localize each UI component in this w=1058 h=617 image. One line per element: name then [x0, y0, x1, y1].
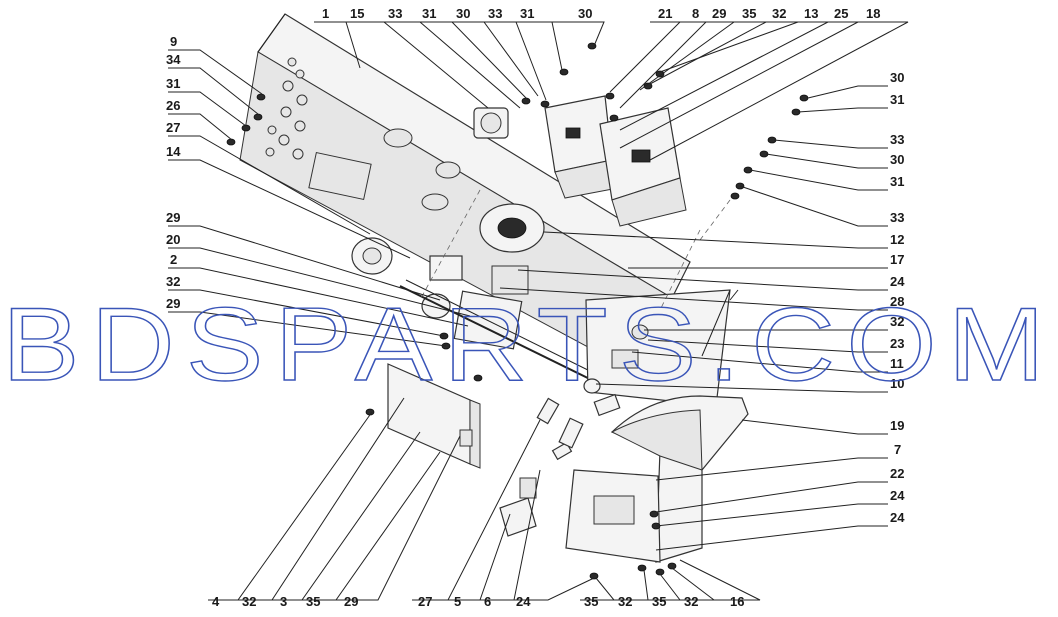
- callout-label: 2: [170, 252, 177, 267]
- callout-label: 35: [584, 594, 598, 609]
- callout-label: 35: [306, 594, 320, 609]
- callout-label: 10: [890, 376, 904, 391]
- callout-label: 24: [890, 510, 905, 525]
- callout-label: 31: [422, 6, 436, 21]
- leader-lines: [168, 21, 909, 601]
- right-callouts: 30 31 33 30 31 33 12 17 24 28 32 23 11 1…: [890, 70, 905, 525]
- callout-label: 13: [804, 6, 818, 21]
- callout-label: 32: [618, 594, 632, 609]
- bottom-callouts: 4 32 3 35 29 27 5 6 24 35 32 35 32 16: [212, 594, 744, 609]
- callout-label: 30: [890, 70, 904, 85]
- dashed-axes: [419, 189, 731, 311]
- callout-label: 29: [166, 296, 180, 311]
- callout-label: 4: [212, 594, 220, 609]
- callout-label: 35: [652, 594, 666, 609]
- callout-label: 9: [170, 34, 177, 49]
- callout-label: 6: [484, 594, 491, 609]
- callout-label: 20: [166, 232, 180, 247]
- callout-label: 31: [890, 92, 904, 107]
- callout-label: 29: [166, 210, 180, 225]
- left-callouts: 9 34 31 26 27 14 29 20 2 32 29: [166, 34, 181, 311]
- callout-label: 35: [742, 6, 756, 21]
- cover-panel: [387, 363, 481, 469]
- callout-label: 19: [890, 418, 904, 433]
- callout-label: 24: [890, 274, 905, 289]
- callout-label: 18: [866, 6, 880, 21]
- callout-label: 28: [890, 294, 904, 309]
- callout-label: 15: [350, 6, 364, 21]
- callout-label: 23: [890, 336, 904, 351]
- callout-label: 25: [834, 6, 848, 21]
- plate-holes: [265, 57, 308, 160]
- callout-label: 33: [890, 210, 904, 225]
- callout-label: 29: [712, 6, 726, 21]
- callout-label: 32: [166, 274, 180, 289]
- callout-label: 24: [890, 488, 905, 503]
- contactors: [544, 95, 687, 227]
- callout-label: 33: [388, 6, 402, 21]
- callout-label: 32: [772, 6, 786, 21]
- callout-label: 17: [890, 252, 904, 267]
- callout-label: 21: [658, 6, 672, 21]
- callout-label: 12: [890, 232, 904, 247]
- callout-label: 14: [166, 144, 181, 159]
- callout-label: 30: [578, 6, 592, 21]
- callout-label: 3: [280, 594, 287, 609]
- top-callouts: 1 15 33 31 30 33 31 30 21 8 29 35 32 13 …: [322, 6, 880, 21]
- callout-label: 7: [894, 442, 901, 457]
- callout-label: 33: [890, 132, 904, 147]
- callout-label: 8: [692, 6, 699, 21]
- callout-label: 32: [684, 594, 698, 609]
- callout-label: 16: [730, 594, 744, 609]
- callout-label: 34: [166, 52, 181, 67]
- callout-label: 31: [520, 6, 534, 21]
- main-panel: [239, 13, 691, 391]
- callout-label: 32: [242, 594, 256, 609]
- rail-bar: [399, 279, 605, 385]
- callout-label: 30: [456, 6, 470, 21]
- callout-label: 1: [322, 6, 329, 21]
- callout-label: 31: [890, 174, 904, 189]
- watermark-text: BDSPARTS.COM: [2, 287, 1056, 403]
- callout-label: 26: [166, 98, 180, 113]
- callout-label: 33: [488, 6, 502, 21]
- gland-and-mounts: [351, 237, 529, 350]
- callout-label: 27: [166, 120, 180, 135]
- right-bracket: [583, 289, 739, 407]
- callout-label: 31: [166, 76, 180, 91]
- curved-cover: [565, 395, 749, 563]
- callout-label: 27: [418, 594, 432, 609]
- callout-label: 29: [344, 594, 358, 609]
- callout-label: 24: [516, 594, 531, 609]
- callout-label: 11: [890, 356, 904, 371]
- callout-label: 30: [890, 152, 904, 167]
- callout-label: 5: [454, 594, 461, 609]
- callout-label: 22: [890, 466, 904, 481]
- callout-label: 32: [890, 314, 904, 329]
